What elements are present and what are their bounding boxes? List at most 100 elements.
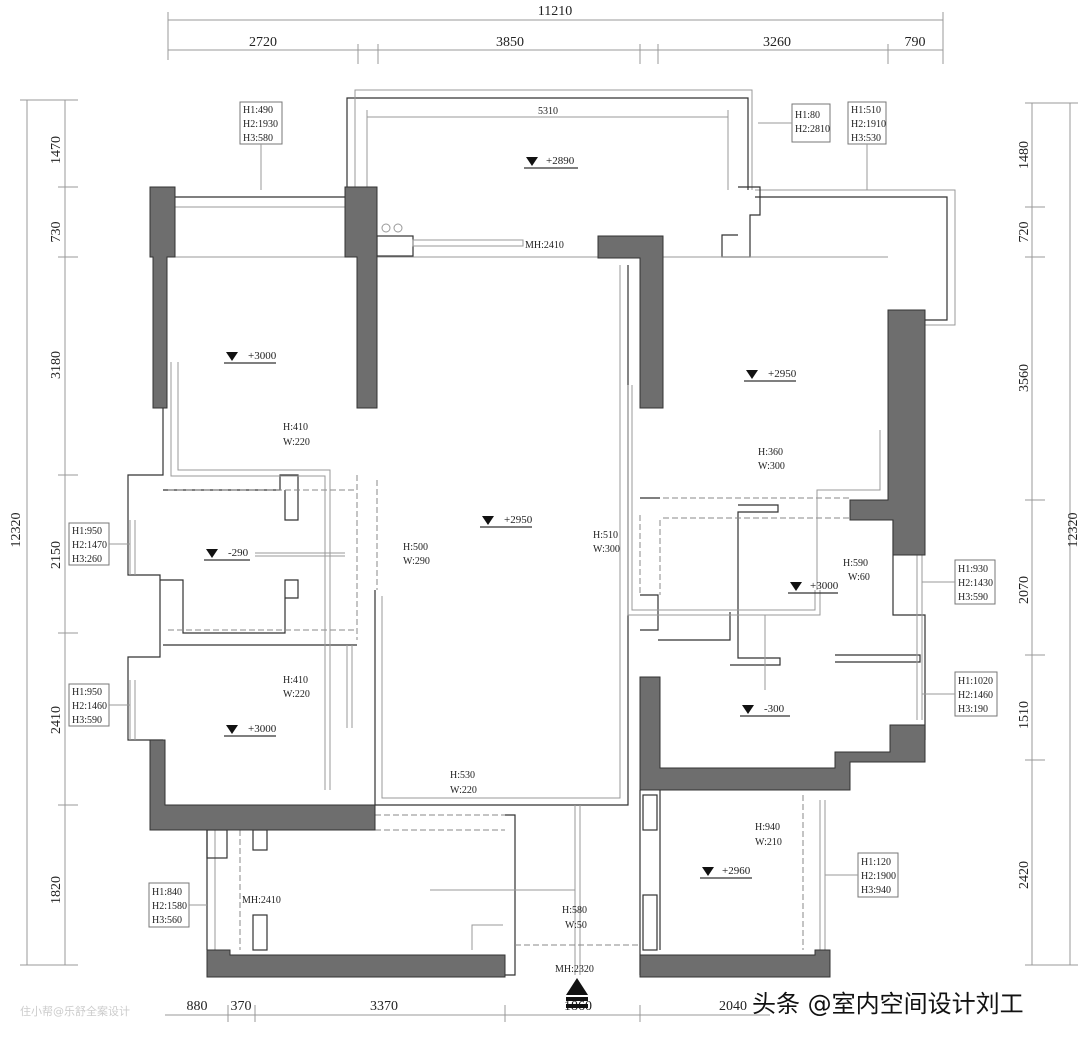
- level-triangle-icon: [226, 352, 238, 361]
- svg-text:+3000: +3000: [248, 723, 277, 735]
- window-tag-line: H2:1430: [958, 578, 993, 589]
- dim-left-total: 12320: [9, 513, 24, 548]
- svg-text:-300: -300: [764, 703, 785, 715]
- level-triangle-icon: [226, 725, 238, 734]
- level-marker: +2890: [524, 155, 578, 169]
- window-tag: H1:930 H2:1430 H3:590: [922, 559, 996, 605]
- level-marker: -300: [740, 703, 790, 717]
- level-marker: +2960: [700, 865, 752, 879]
- watermark-faint: 住小帮@乐舒全案设计: [20, 1004, 130, 1018]
- level-triangle-icon: [742, 705, 754, 714]
- svg-text:W:210: W:210: [755, 837, 782, 848]
- svg-text:W:220: W:220: [283, 689, 310, 700]
- dim-left-5: 2410: [49, 706, 64, 734]
- svg-text:H:580: H:580: [562, 905, 587, 916]
- svg-text:H:500: H:500: [403, 542, 428, 553]
- window-tag-line: H2:1580: [152, 901, 187, 912]
- level-triangle-icon: [526, 157, 538, 166]
- svg-text:H:410: H:410: [283, 675, 308, 686]
- window-tag-line: H2:1460: [958, 690, 993, 701]
- svg-text:W:300: W:300: [758, 461, 785, 472]
- door-height-label: MH:2410: [525, 240, 564, 251]
- svg-text:H:530: H:530: [450, 770, 475, 781]
- level-triangle-icon: [790, 582, 802, 591]
- dim-top-total: 11210: [538, 4, 572, 19]
- window-tag-line: H2:1470: [72, 540, 107, 551]
- dim-bottom-3: 3370: [370, 999, 398, 1014]
- door-height-label: MH:2320: [555, 964, 594, 975]
- dim-right-2: 720: [1017, 222, 1032, 243]
- window-tag-line: H3:590: [72, 715, 102, 726]
- dim-right-6: 2420: [1017, 861, 1032, 889]
- level-marker: +3000: [788, 580, 839, 594]
- level-triangle-icon: [702, 867, 714, 876]
- level-marker: +2950: [480, 514, 533, 528]
- dim-bottom-1: 880: [187, 999, 208, 1014]
- svg-text:W:290: W:290: [403, 556, 430, 567]
- window-tag-line: H1:930: [958, 564, 988, 575]
- window-tag: H1:1020 H2:1460 H3:190: [922, 671, 998, 717]
- svg-text:+3000: +3000: [810, 580, 839, 592]
- svg-text:+3000: +3000: [248, 350, 277, 362]
- window-tag-line: H1:950: [72, 687, 102, 698]
- balcony-width-label: 5310: [538, 106, 558, 117]
- level-marker: +3000: [224, 350, 277, 364]
- dimension-lines: [20, 12, 1078, 1022]
- svg-text:-290: -290: [228, 547, 249, 559]
- window-tag-line: H1:80: [795, 110, 820, 121]
- window-tag: H1:950 H2:1470 H3:260: [68, 522, 130, 566]
- walls: [149, 186, 926, 978]
- svg-text:+2950: +2950: [504, 514, 533, 526]
- window-tag-line: H3:260: [72, 554, 102, 565]
- level-marker: +2950: [744, 368, 797, 382]
- dim-right-4: 2070: [1017, 576, 1032, 604]
- window-tag-line: H3:190: [958, 704, 988, 715]
- dim-left-3: 3180: [49, 351, 64, 379]
- window-tag-line: H2:1930: [243, 119, 278, 130]
- svg-text:H:510: H:510: [593, 530, 618, 541]
- dim-top-2: 3850: [496, 35, 524, 50]
- svg-text:W:220: W:220: [283, 437, 310, 448]
- dim-top-1: 2720: [249, 35, 277, 50]
- dim-bottom-5: 2040: [719, 999, 747, 1014]
- door-height-label: MH:2410: [242, 895, 281, 906]
- dim-top-4: 790: [905, 35, 926, 50]
- level-marker: +3000: [224, 723, 277, 737]
- dim-right-5: 1510: [1017, 701, 1032, 729]
- window-tag-line: H1:840: [152, 887, 182, 898]
- window-tag: H1:490 H2:1930 H3:580: [239, 101, 283, 190]
- window-tag-line: H1:120: [861, 857, 891, 868]
- window-tag: H1:120 H2:1900 H3:940: [825, 852, 899, 898]
- dim-right-total: 12320: [1066, 513, 1080, 548]
- svg-text:+2960: +2960: [722, 865, 751, 877]
- window-tag-line: H2:2810: [795, 124, 830, 135]
- window-tag: H1:950 H2:1460 H3:590: [68, 683, 130, 727]
- window-tag-line: H3:580: [243, 133, 273, 144]
- watermark: 头条 @室内空间设计刘工: [752, 990, 1024, 1018]
- dim-right-1: 1480: [1017, 141, 1032, 169]
- svg-text:H:590: H:590: [843, 558, 868, 569]
- dim-left-1: 1470: [49, 136, 64, 164]
- window-tag: H1:510 H2:1910 H3:530: [847, 101, 887, 190]
- window-tag-line: H1:490: [243, 105, 273, 116]
- dim-left-6: 1820: [49, 876, 64, 904]
- window-tag: H1:840 H2:1580 H3:560: [148, 882, 207, 928]
- svg-text:+2950: +2950: [768, 368, 797, 380]
- window-tag-line: H2:1460: [72, 701, 107, 712]
- window-tag-line: H3:560: [152, 915, 182, 926]
- entrance-arrow-icon: [566, 978, 588, 1008]
- svg-text:W:50: W:50: [565, 920, 587, 931]
- window-tag-line: H3:590: [958, 592, 988, 603]
- window-tag-line: H3:530: [851, 133, 881, 144]
- dim-right-3: 3560: [1017, 364, 1032, 392]
- svg-text:W:220: W:220: [450, 785, 477, 796]
- level-triangle-icon: [206, 549, 218, 558]
- svg-text:+2890: +2890: [546, 155, 575, 167]
